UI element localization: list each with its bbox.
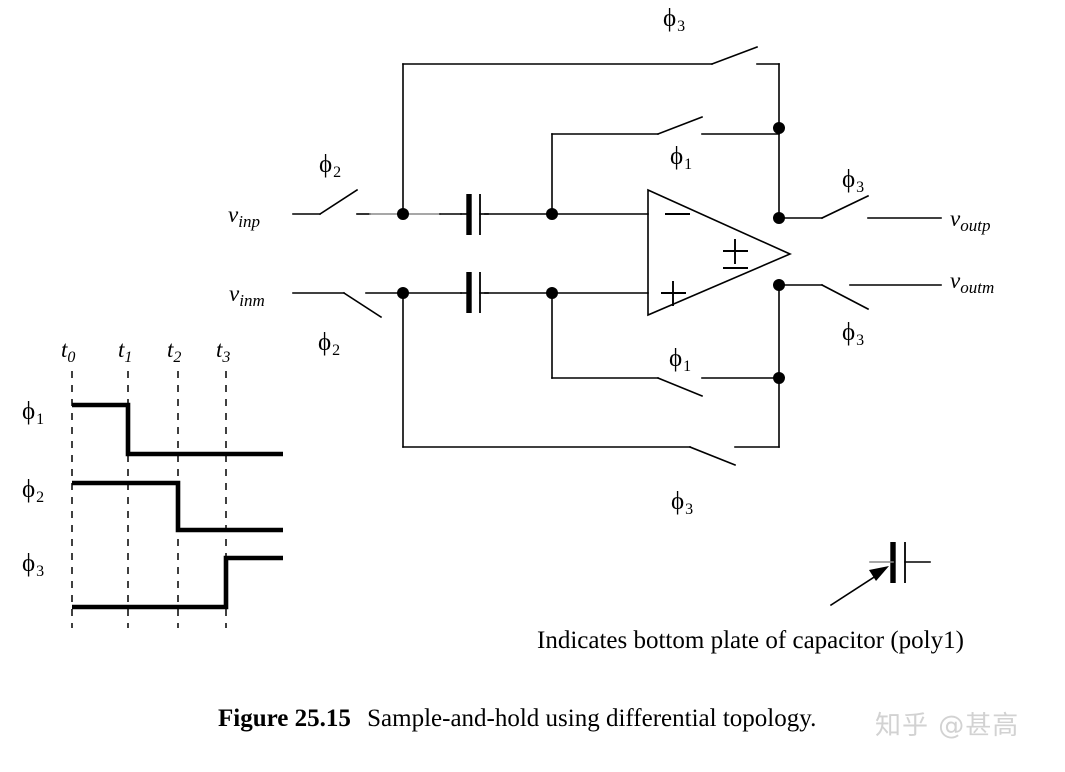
feedback-path-top-outer (402, 45, 780, 215)
timing-grid (71, 371, 227, 628)
watermark: 知乎 @甚高 (875, 711, 1020, 741)
figure-caption-text: Sample-and-hold using differential topol… (367, 705, 817, 732)
waveform-label-phi3: ϕ3 (22, 550, 45, 580)
phase-label-top-outer: ϕ3 (663, 5, 686, 35)
output-branch-voutp (778, 194, 942, 220)
opamp-symbol (647, 188, 792, 317)
feedback-path-top-inner (551, 115, 780, 215)
capacitor-bottom (460, 272, 489, 313)
time-tick-t1: t1 (118, 337, 133, 366)
waveform-label-phi1: ϕ1 (22, 398, 45, 428)
waveform-phi3 (72, 555, 283, 610)
legend-note-text: Indicates bottom plate of capacitor (pol… (537, 627, 964, 654)
input-branch-vinm (292, 291, 691, 448)
capacitor-top (460, 194, 489, 235)
time-tick-t0: t0 (61, 337, 76, 366)
waveform-phi1 (72, 402, 283, 457)
signal-label-vinm: vinm (229, 281, 265, 310)
figure-caption: Figure 25.15 Sample-and-hold using diffe… (218, 705, 816, 733)
signal-label-vinp: vinp (228, 202, 260, 231)
waveform-label-phi2: ϕ2 (22, 476, 45, 506)
feedback-path-bottom-outer (688, 445, 780, 467)
output-branch-voutm (778, 283, 942, 311)
junction-nodes (397, 122, 785, 384)
phase-label-output-voutp: ϕ3 (842, 166, 865, 196)
phase-label-bottom-inner: ϕ1 (669, 345, 692, 375)
phase-label-bottom-outer: ϕ3 (671, 488, 694, 518)
legend-capacitor-symbol (829, 542, 931, 607)
figure-number: Figure 25.15 (218, 705, 351, 732)
phase-label-top-inner: ϕ1 (670, 143, 693, 173)
signal-label-voutm: voutm (950, 268, 995, 297)
phase-label-output-voutm: ϕ3 (842, 319, 865, 349)
signal-label-voutp: voutp (950, 206, 991, 235)
feedback-path-bottom-inner (551, 292, 780, 398)
waveform-phi2 (72, 480, 283, 533)
phase-label-input-vinp: ϕ2 (319, 151, 342, 181)
time-tick-t2: t2 (167, 337, 182, 366)
time-tick-t3: t3 (216, 337, 231, 366)
phase-label-input-vinm: ϕ2 (318, 329, 341, 359)
